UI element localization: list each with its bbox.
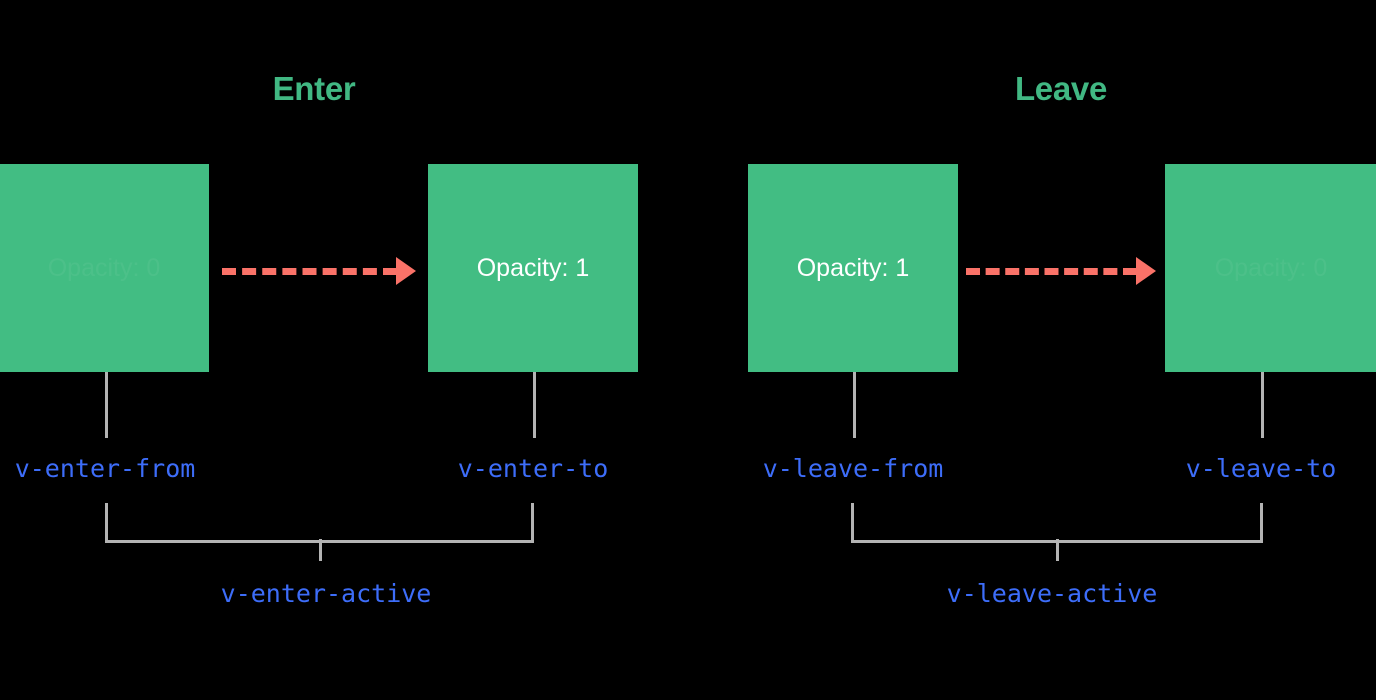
class-label-v-enter-active: v-enter-active xyxy=(220,579,432,608)
class-label-v-leave-to: v-leave-to xyxy=(1185,454,1337,483)
state-box-leave-to: Opacity: 0 xyxy=(1165,164,1376,372)
class-label-v-leave-from: v-leave-from xyxy=(762,454,944,483)
state-box-enter-from: Opacity: 0 xyxy=(0,164,209,372)
bracket-stem xyxy=(1056,539,1059,561)
connector-stem-leave-from xyxy=(853,372,856,438)
state-box-label: Opacity: 1 xyxy=(476,253,590,282)
state-box-leave-from: Opacity: 1 xyxy=(748,164,958,372)
connector-stem-enter-from xyxy=(105,372,108,438)
state-box-label: Opacity: 1 xyxy=(796,253,910,282)
span-bracket-enter-active xyxy=(105,503,534,561)
class-label-v-leave-active: v-leave-active xyxy=(946,579,1158,608)
state-box-enter-to: Opacity: 1 xyxy=(428,164,638,372)
bracket-stem xyxy=(319,539,322,561)
transition-arrow-enter xyxy=(222,257,416,285)
connector-stem-leave-to xyxy=(1261,372,1264,438)
connector-stem-enter-to xyxy=(533,372,536,438)
arrow-head-icon xyxy=(396,257,416,285)
transition-arrow-leave xyxy=(966,257,1156,285)
arrow-dashed-line xyxy=(222,267,397,275)
state-box-label: Opacity: 0 xyxy=(1214,253,1328,282)
arrow-head-icon xyxy=(1136,257,1156,285)
section-title-enter: Enter xyxy=(272,70,356,107)
span-bracket-leave-active xyxy=(851,503,1263,561)
section-title-leave: Leave xyxy=(1014,70,1108,107)
arrow-dashed-line xyxy=(966,267,1137,275)
state-box-label: Opacity: 0 xyxy=(47,253,161,282)
class-label-v-enter-to: v-enter-to xyxy=(457,454,609,483)
class-label-v-enter-from: v-enter-from xyxy=(14,454,196,483)
